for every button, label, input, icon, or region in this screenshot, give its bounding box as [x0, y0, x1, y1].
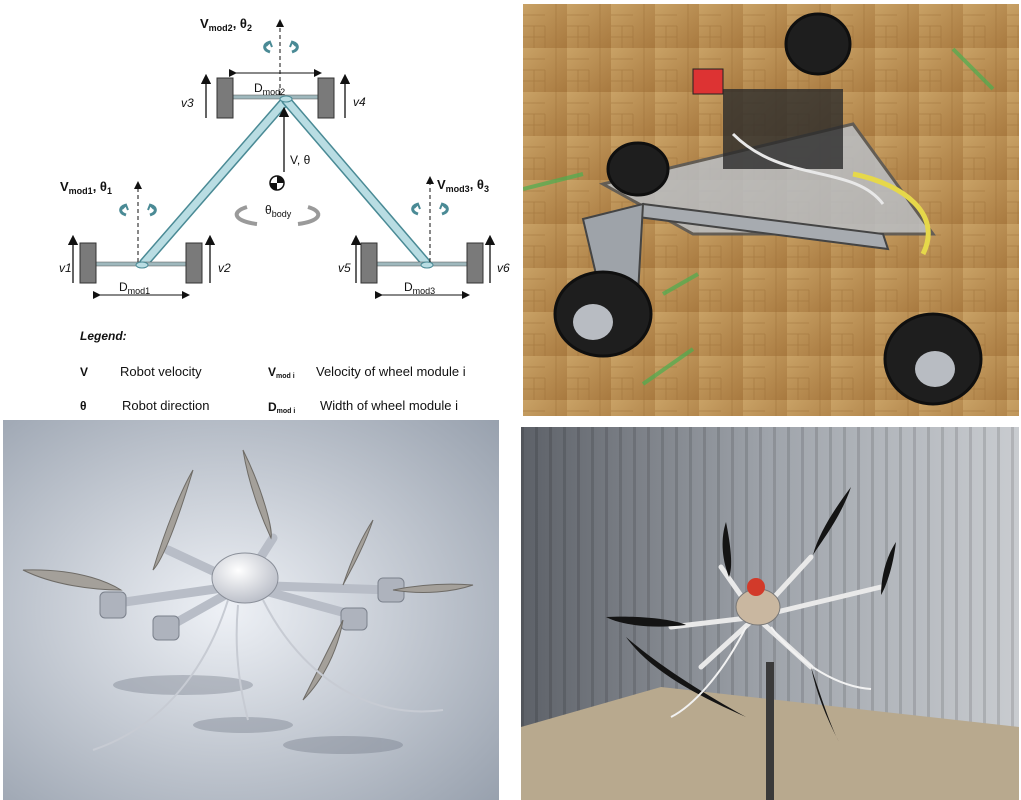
drone-cad-illustration [3, 420, 499, 800]
module3-rotation-icon [411, 202, 449, 216]
frame-struts [139, 95, 431, 268]
module3-width-label: Dmod3 [404, 280, 435, 296]
cad-shadows [113, 675, 403, 754]
legend: Legend: V Robot velocity θ Robot directi… [80, 329, 466, 415]
module1-rotation-icon [119, 203, 157, 217]
wheel-module-3 [350, 176, 496, 299]
module2-rotation-icon [263, 40, 299, 54]
module3-velocity-label: Vmod3, θ3 [437, 177, 489, 194]
body-rotation-icon [234, 205, 321, 226]
module1-width-label: Dmod1 [119, 280, 150, 296]
robot-kinematics-diagram: Dmod2 v3 v4 Vmod2, θ2 Dmod1 v1 v2 Vmod1,… [0, 0, 510, 415]
wheel-v5-label: v5 [338, 261, 351, 275]
wheel-v2-label: v2 [218, 261, 231, 275]
module2-width-label: Dmod2 [254, 81, 285, 97]
drone-cad-render [3, 420, 499, 800]
rover-photo-illustration [523, 4, 1019, 416]
drone-propellers [606, 487, 896, 742]
module1-velocity-label: Vmod1, θ1 [60, 179, 112, 196]
wheel-v4-label: v4 [353, 95, 366, 109]
wheel-module-1 [67, 181, 216, 299]
kinematics-svg: Dmod2 v3 v4 Vmod2, θ2 Dmod1 v1 v2 Vmod1,… [59, 16, 510, 415]
legend-text-robot-velocity: Robot velocity [120, 364, 202, 379]
cad-motors [99, 577, 405, 641]
legend-text-module-width: Width of wheel module i [320, 398, 458, 413]
drone-photo-illustration [521, 427, 1019, 800]
rover-photo [523, 4, 1019, 416]
legend-text-module-velocity: Velocity of wheel module i [316, 364, 466, 379]
drone-stand [766, 662, 774, 800]
legend-symbol-theta: θ [80, 399, 87, 413]
body-angle-label: θbody [265, 203, 292, 219]
cad-propellers [22, 449, 474, 701]
legend-symbol-vmod: Vmod i [268, 365, 295, 380]
legend-symbol-dmod: Dmod i [268, 400, 295, 415]
wheel-v6-label: v6 [497, 261, 510, 275]
legend-text-robot-direction: Robot direction [122, 398, 209, 413]
wheel-v3-label: v3 [181, 96, 194, 110]
cad-legs [92, 599, 444, 751]
body-velocity-label: V, θ [290, 153, 311, 167]
cad-dome [211, 552, 279, 604]
module2-velocity-label: Vmod2, θ2 [200, 16, 252, 33]
legend-title: Legend: [80, 329, 127, 343]
wheel-v1-label: v1 [59, 261, 72, 275]
wheel-module-2 [200, 19, 351, 119]
drone-electronics [747, 578, 765, 596]
body-center-marker [269, 106, 290, 191]
legend-symbol-v: V [80, 365, 88, 379]
drone-legs [670, 626, 872, 718]
drone-photo [521, 427, 1019, 800]
